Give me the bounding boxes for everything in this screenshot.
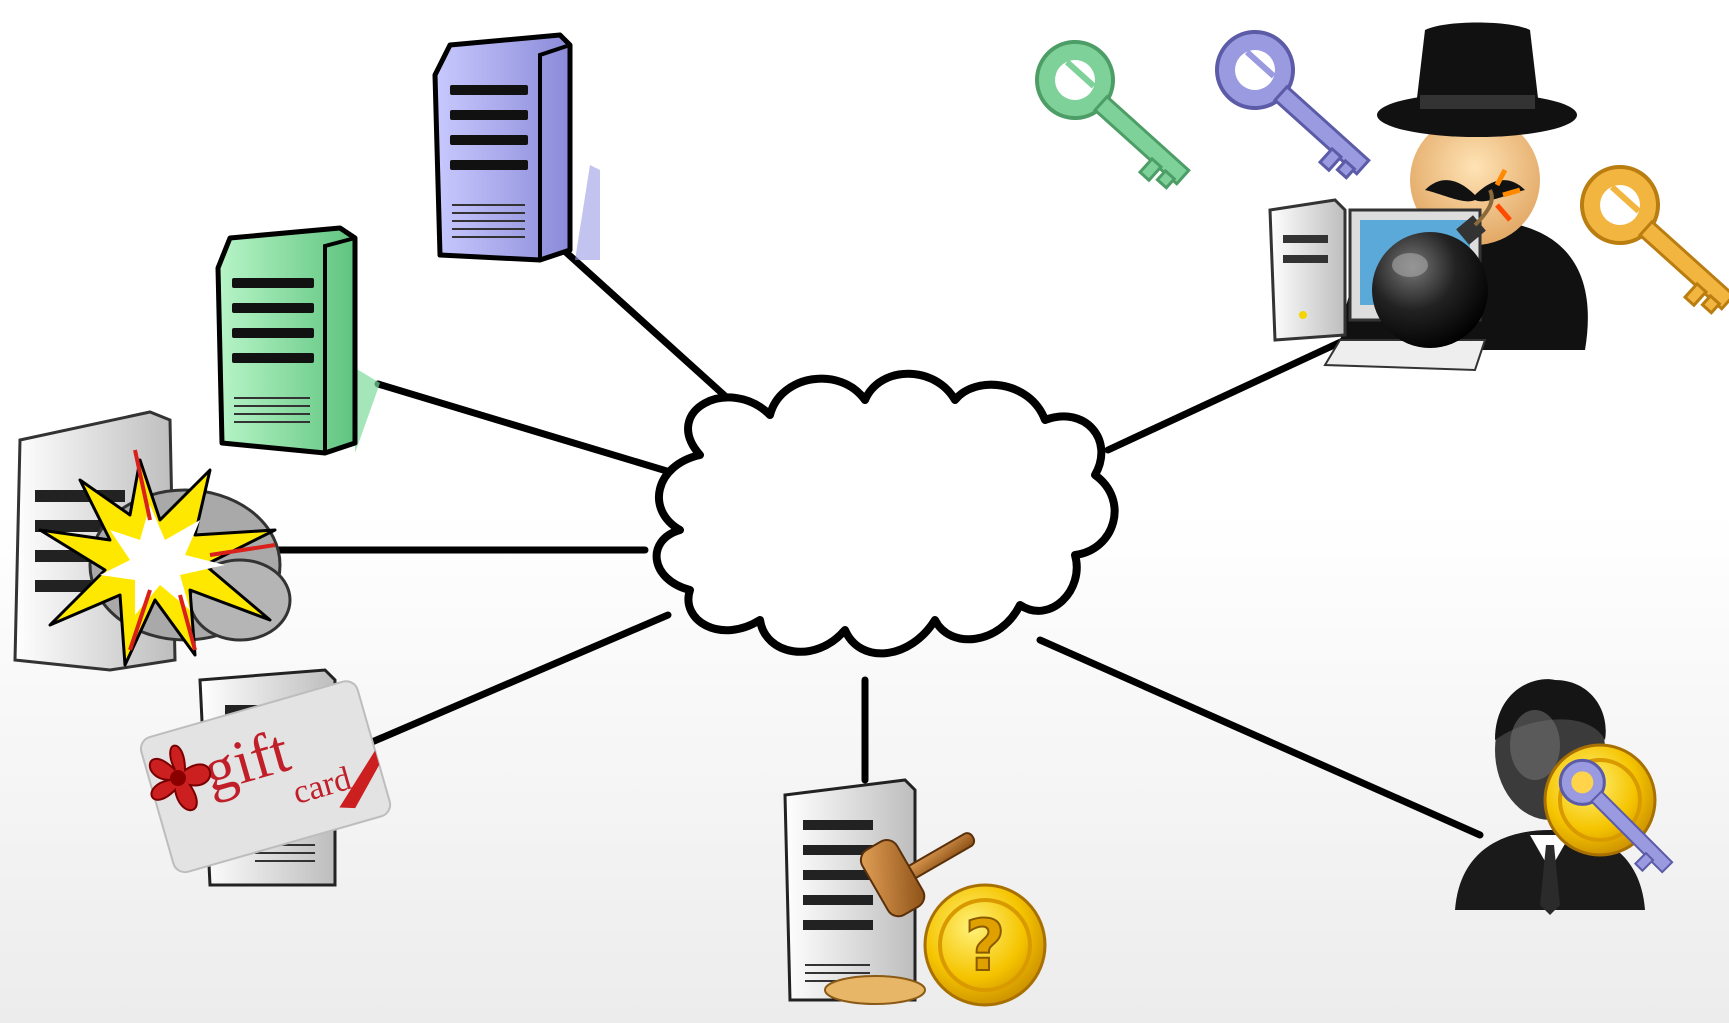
network-cloud-icon — [652, 369, 1119, 658]
link-server-giftcard — [361, 611, 672, 749]
link-attacker — [1104, 336, 1349, 454]
server-gift-card-icon: gift card — [139, 668, 392, 887]
server-green — [215, 225, 380, 456]
key-green — [1035, 40, 1191, 190]
link-server-green — [374, 380, 684, 479]
user-key — [1455, 679, 1674, 915]
attacker-computer-bomb-icon — [1268, 22, 1588, 372]
key-icon — [1215, 30, 1371, 180]
server-purple — [432, 32, 600, 263]
link-user-key — [1036, 636, 1484, 839]
attacker — [1268, 22, 1588, 372]
server-explosion-icon — [13, 410, 292, 672]
server-icon — [215, 225, 380, 456]
server-giftcard: gift card — [139, 668, 392, 887]
server-gavel-coin-icon: ? — [783, 778, 1047, 1007]
coin-question-icon: ? — [923, 883, 1047, 1007]
gavel-icon — [859, 832, 976, 918]
key-icon — [1580, 165, 1729, 315]
coin-key-icon — [1543, 743, 1674, 874]
server-auction: ? — [783, 778, 1047, 1007]
link-server-purple — [554, 241, 739, 409]
bomb-icon — [1372, 168, 1521, 348]
svg-text:?: ? — [965, 905, 1006, 987]
key-gold — [1580, 165, 1729, 315]
key-icon — [1035, 40, 1191, 190]
key-purple — [1215, 30, 1371, 180]
server-exploded — [13, 410, 292, 672]
server-icon — [432, 32, 600, 263]
gift-bow-icon — [148, 744, 212, 811]
connection-lines — [264, 241, 1484, 839]
